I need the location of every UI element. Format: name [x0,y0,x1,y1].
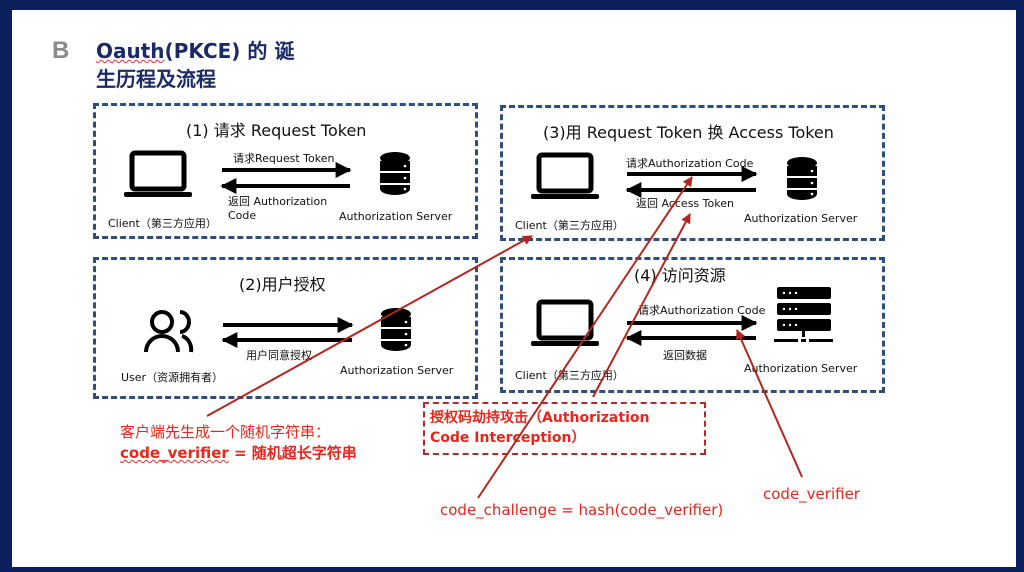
panel-3-database-icon [787,157,817,200]
verifier-to-resource-arrow [736,329,803,478]
panel-3-laptop-icon [531,155,599,199]
panel-2-server-label: Authorization Server [340,364,454,377]
panel-2-database-icon [381,308,411,351]
verifier-to-client-arrow [206,235,533,417]
title-line2: 生历程及流程 [96,67,216,91]
panel-request-token [93,103,478,239]
panel-1-laptop-icon [124,153,192,197]
slide-canvas [12,10,1016,567]
panel-3-server-label: Authorization Server [744,212,858,225]
panel-4-back-label: 返回数据 [663,349,707,362]
attack-to-token-arrow [592,213,691,398]
attack-label-line1: 授权码劫持攻击（Authorization [430,410,650,426]
panel-4-forward-label: 请求Authorization Code [638,304,766,317]
challenge-formula: code_challenge = hash(code_verifier) [440,501,724,519]
panel-3-back-label: 返回 Access Token [636,197,734,210]
attack-label-line2: Code Interception） [430,430,586,446]
panel-3-client-label: Client（第三方应用） [515,219,624,232]
challenge-to-request-arrow [477,176,693,499]
panel-4-laptop-icon [531,302,599,346]
panel-4-client-label: Client（第三方应用） [515,369,624,382]
section-letter: B [52,37,70,64]
panel-1-database-icon [380,152,410,195]
panel-2-users-icon [144,310,194,353]
panel-4-server-label: Authorization Server [744,362,858,375]
panel-access-resource [500,257,885,393]
panel-2-user-label: User（资源拥有者） [121,371,224,384]
panel-1-title: (1) 请求 Request Token [186,121,367,140]
panel-2-back-label: 用户同意授权 [246,349,312,362]
verifier-definition: code_verifier = 随机超长字符串 [120,444,357,462]
panel-user-authorization [93,257,478,399]
panel-3-forward-label: 请求Authorization Code [626,157,754,170]
panel-4-title: (4) 访问资源 [634,266,726,285]
panel-1-forward-label: 请求Request Token [233,152,335,165]
panel-exchange-token [500,105,885,241]
panel-2-title: (2)用户授权 [239,275,326,294]
title-rest: (PKCE) 的 诞 [164,39,295,63]
title-oauth: Oauth [96,39,165,63]
panel-4-server-rack-icon [774,287,833,342]
panel-1-client-label: Client（第三方应用） [108,217,217,230]
slide-title: Oauth(PKCE) 的 诞生历程及流程 [96,37,336,93]
panel-1-server-label: Authorization Server [339,210,453,223]
verifier-intro: 客户端先生成一个随机字符串： [120,423,331,441]
verifier-label: code_verifier [763,485,860,503]
panel-3-title: (3)用 Request Token 换 Access Token [543,123,834,142]
attack-box [423,402,706,455]
